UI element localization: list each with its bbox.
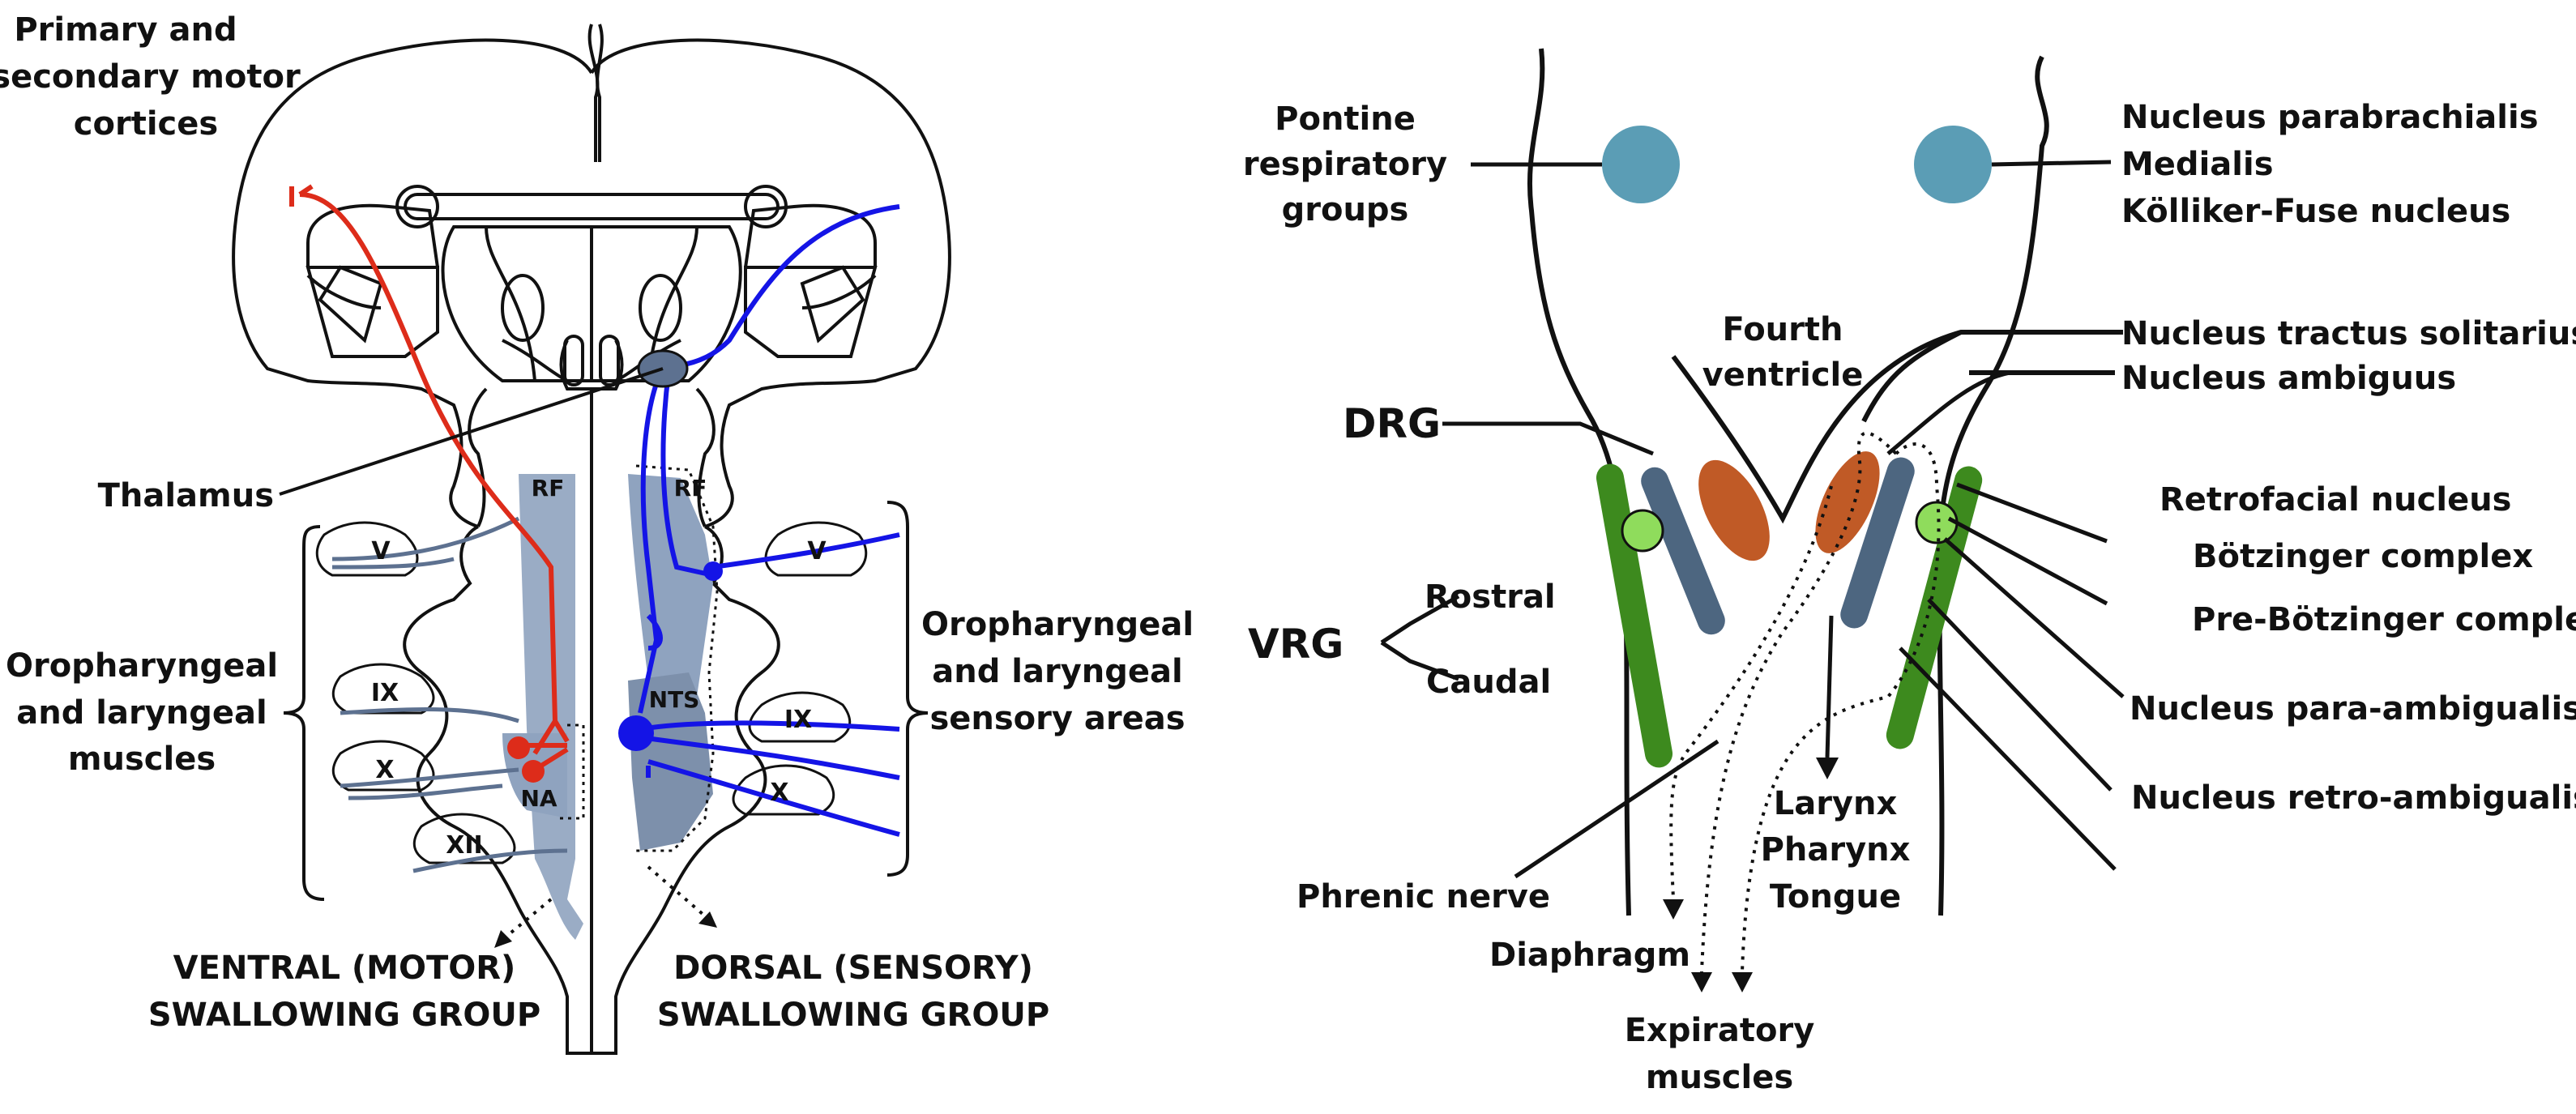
dotted-tracts bbox=[1669, 431, 1941, 973]
sensory-pathway bbox=[638, 204, 900, 837]
nerve-v-left: V bbox=[371, 537, 391, 566]
parabrachialis-label: Nucleus parabrachialis bbox=[2121, 99, 2539, 136]
sensory-areas-label-2: and laryngeal bbox=[932, 653, 1182, 690]
vrg-label: VRG bbox=[1248, 621, 1344, 668]
motor-cortices-label-1: Primary and bbox=[14, 11, 237, 49]
motor-cortices-label-2: secondary motor bbox=[0, 58, 301, 96]
muscles-label-3: muscles bbox=[68, 741, 216, 778]
nerve-ix-right: IX bbox=[784, 706, 812, 734]
larynx-label: Larynx bbox=[1774, 785, 1898, 822]
dorsal-group-label-1: DORSAL (SENSORY) bbox=[673, 950, 1033, 987]
ventral-group-label-1: VENTRAL (MOTOR) bbox=[173, 950, 516, 987]
medialis-label: Medialis bbox=[2121, 146, 2274, 183]
brain-outline bbox=[232, 23, 951, 1055]
group-arrows-left bbox=[501, 865, 711, 941]
retro-ambigualis-label: Nucleus retro-ambigualis bbox=[2131, 779, 2576, 817]
muscles-label-2: and laryngeal bbox=[16, 694, 267, 732]
dotted-region-borders bbox=[559, 464, 719, 852]
shaded-regions bbox=[502, 474, 713, 940]
pre-botzinger-label: Pre-Bötzinger complex bbox=[2192, 601, 2576, 638]
pontine-label-1: Pontine bbox=[1275, 100, 1416, 138]
nerve-ix-left: IX bbox=[371, 679, 399, 707]
nerve-trunks-left bbox=[331, 516, 568, 873]
arrowheads-left bbox=[494, 911, 717, 948]
muscles-label-1: Oropharyngeal bbox=[6, 647, 278, 685]
pontine-label-2: respiratory bbox=[1243, 146, 1447, 183]
brainstem-outline-right bbox=[1527, 48, 2049, 916]
expiratory-label-2: muscles bbox=[1646, 1059, 1793, 1096]
fourth-ventricle-label-1: Fourth bbox=[1723, 311, 1843, 348]
cranial-nerves-right bbox=[732, 521, 868, 816]
rostral-label: Rostral bbox=[1425, 578, 1556, 616]
pontine-leader-right bbox=[1991, 160, 2112, 167]
nerve-x-left: X bbox=[375, 756, 394, 784]
motor-cortices-label-3: cortices bbox=[74, 105, 218, 143]
rf-left-label: RF bbox=[532, 475, 565, 502]
motor-neurons bbox=[507, 736, 545, 783]
caudal-label: Caudal bbox=[1426, 664, 1551, 701]
diaphragm-label: Diaphragm bbox=[1489, 937, 1690, 974]
expiratory-label-1: Expiratory bbox=[1625, 1012, 1815, 1049]
pontine-group-left bbox=[1602, 126, 1680, 203]
ambiguus-label: Nucleus ambiguus bbox=[2121, 360, 2456, 397]
pontine-group-right bbox=[1914, 126, 1992, 203]
muscles-brace bbox=[283, 525, 325, 901]
sensory-brace bbox=[886, 501, 929, 877]
nerve-xii-left: XII bbox=[446, 831, 482, 860]
dotted-arrowheads bbox=[1663, 899, 1753, 992]
ventral-group-label-2: SWALLOWING GROUP bbox=[148, 997, 540, 1034]
fourth-ventricle-label-2: ventricle bbox=[1702, 356, 1864, 394]
retrofacial-label: Retrofacial nucleus bbox=[2159, 481, 2512, 519]
nts-nucleus-label: Nucleus tractus solitarius bbox=[2121, 315, 2576, 352]
larynx-arrowhead bbox=[1816, 758, 1839, 779]
pontine-label-3: groups bbox=[1282, 191, 1409, 228]
cranial-nerves-left bbox=[315, 521, 516, 864]
drg-label: DRG bbox=[1343, 400, 1441, 447]
phrenic-nerve-label: Phrenic nerve bbox=[1297, 878, 1550, 916]
botzinger-label: Bötzinger complex bbox=[2193, 538, 2533, 575]
nuclei-columns bbox=[1596, 451, 1983, 768]
para-ambigualis-label: Nucleus para-ambigualis bbox=[2130, 690, 2576, 728]
pharynx-label: Pharynx bbox=[1761, 831, 1911, 869]
na-label: NA bbox=[520, 785, 557, 812]
rf-right-label: RF bbox=[674, 475, 707, 502]
dorsal-group-label-2: SWALLOWING GROUP bbox=[657, 997, 1049, 1034]
thalamus-leader bbox=[279, 367, 664, 496]
sensory-areas-label-3: sensory areas bbox=[929, 700, 1185, 737]
tongue-label: Tongue bbox=[1770, 878, 1901, 916]
nerve-x-right: X bbox=[770, 779, 788, 807]
nerve-v-right: V bbox=[807, 537, 827, 566]
kolliker-fuse-label: Kölliker-Fuse nucleus bbox=[2121, 193, 2510, 230]
nts-label: NTS bbox=[649, 686, 700, 713]
right-leaders bbox=[1380, 370, 2125, 879]
sensory-areas-label-1: Oropharyngeal bbox=[921, 606, 1194, 643]
thalamus-label: Thalamus bbox=[98, 477, 274, 514]
